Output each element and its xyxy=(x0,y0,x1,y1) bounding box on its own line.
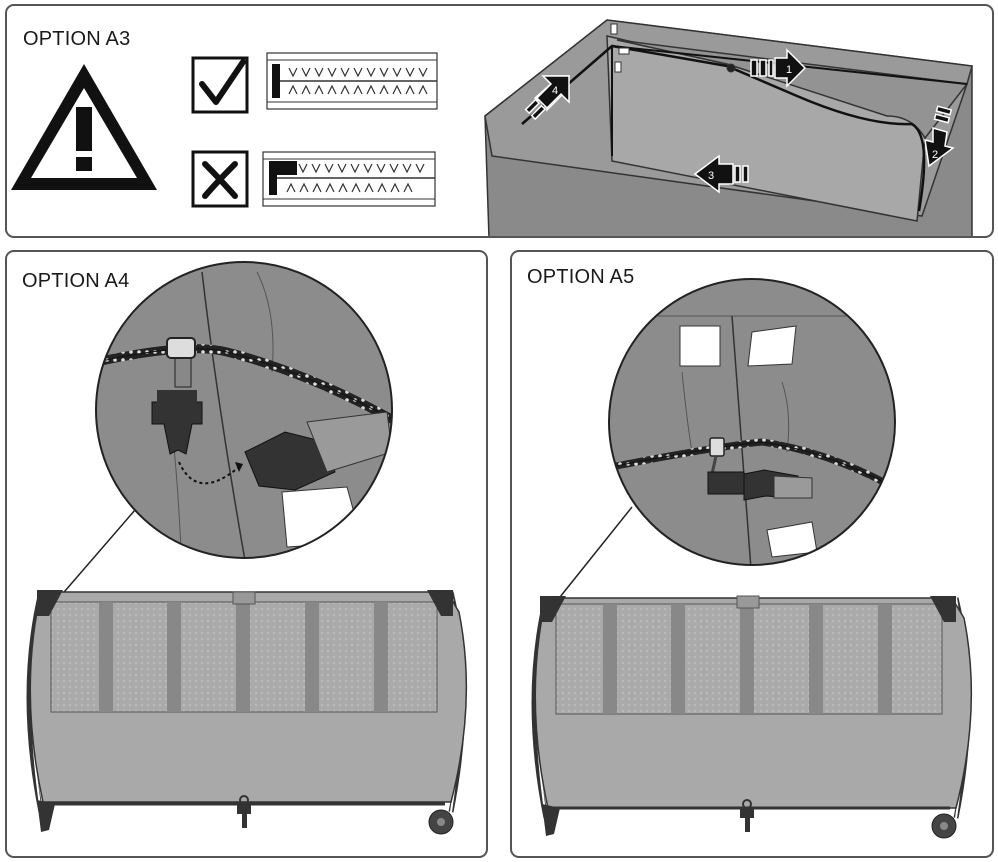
step-arrow-2 xyxy=(924,105,955,168)
a4-illustration xyxy=(26,261,468,835)
step-arrow-1 xyxy=(750,48,807,88)
zipper-incorrect-detail xyxy=(262,151,436,207)
zipper-correct-detail xyxy=(266,52,438,110)
step-number-4: 4 xyxy=(552,85,558,97)
step-number-1: 1 xyxy=(786,64,792,76)
panel-option-a3: OPTION A3 xyxy=(5,4,994,238)
panel-label-a3: OPTION A3 xyxy=(23,28,131,50)
corner-clips xyxy=(610,23,736,73)
detail-magnifier-a5 xyxy=(609,279,895,565)
step-number-3: 3 xyxy=(708,170,714,182)
step-arrow-3 xyxy=(693,154,749,194)
step-arrow-4 xyxy=(524,75,570,121)
step-number-2: 2 xyxy=(932,149,938,161)
panel-option-a4: OPTION A4 xyxy=(5,250,488,858)
cross-icon xyxy=(191,150,249,208)
panel-option-a5: OPTION A5 xyxy=(510,250,994,858)
warning-triangle-icon xyxy=(11,64,157,190)
panel-label-a5: OPTION A5 xyxy=(527,266,635,288)
checkmark-icon xyxy=(191,56,249,114)
a5-illustration xyxy=(531,278,973,839)
magnifier-leader-line-a5 xyxy=(555,506,633,603)
detail-magnifier xyxy=(96,262,392,558)
playpen-perspective xyxy=(484,19,973,236)
panel-label-a4: OPTION A4 xyxy=(22,270,130,292)
a3-illustration: 1 2 3 4 xyxy=(11,19,973,236)
playpen-front-a5 xyxy=(531,595,973,839)
playpen-front-a4 xyxy=(26,590,468,835)
magnifier-leader-line xyxy=(51,509,136,607)
